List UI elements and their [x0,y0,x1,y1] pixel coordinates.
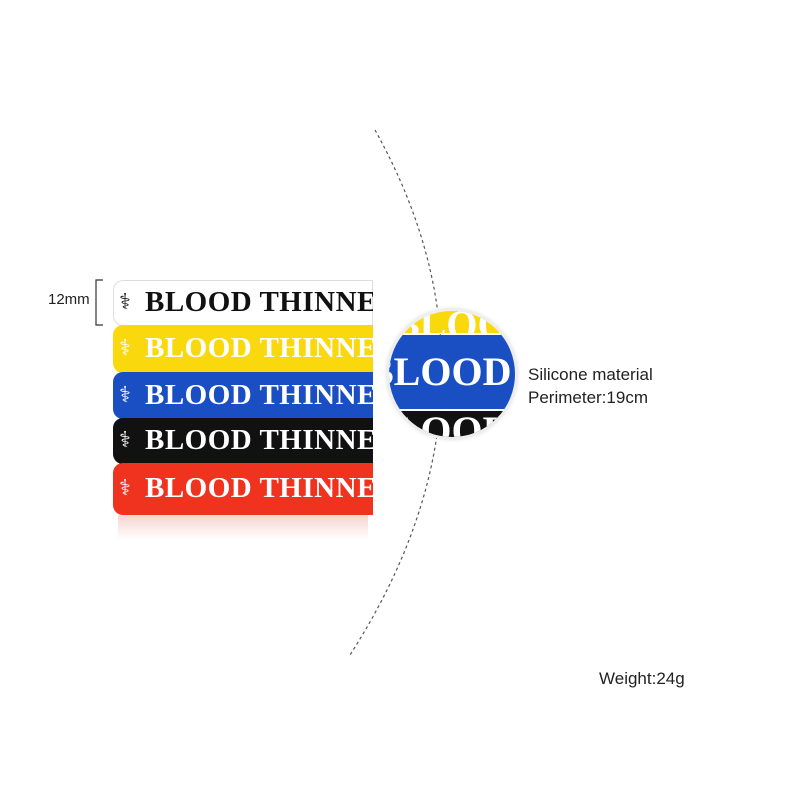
band-text: BLOOD THINNER [145,424,373,456]
material-label: Silicone material [528,365,653,384]
band-text: BLOOD THINNER [145,378,373,411]
caduceus-icon: ⚕ [119,427,131,452]
wristband: ⚕ BLOOD THINNER [113,325,373,373]
width-bracket [95,279,103,326]
caduceus-icon: ⚕ [119,475,131,500]
reflection [118,515,368,540]
band-text: BLOOD THINNER [145,286,373,318]
caduceus-icon: ⚕ [119,381,131,407]
detail-magnifier: BLOOD THINNER BLOOD THINNER BLOOD THINNE… [389,311,515,437]
zoom-black-band: BLOOD THINNER [389,411,515,437]
wristband: ⚕ BLOOD THINNER [113,418,373,464]
caduceus-icon: ⚕ [119,335,131,360]
wristband: ⚕ BLOOD THINNER [113,280,373,326]
zoom-yellow-band: BLOOD THINNER [389,311,515,333]
zoom-blue-band: BLOOD THINNER [389,335,515,409]
band-text: BLOOD THINNER [145,332,373,364]
width-label: 12mm [48,291,90,308]
caduceus-icon: ⚕ [119,289,131,314]
weight-label: Weight:24g [599,669,685,688]
perimeter-label: Perimeter:19cm [528,388,648,407]
band-text: BLOOD THINNER [145,472,373,504]
wristband: ⚕ BLOOD THINNER [113,372,373,419]
wristband: ⚕ BLOOD THINNER [113,463,373,515]
